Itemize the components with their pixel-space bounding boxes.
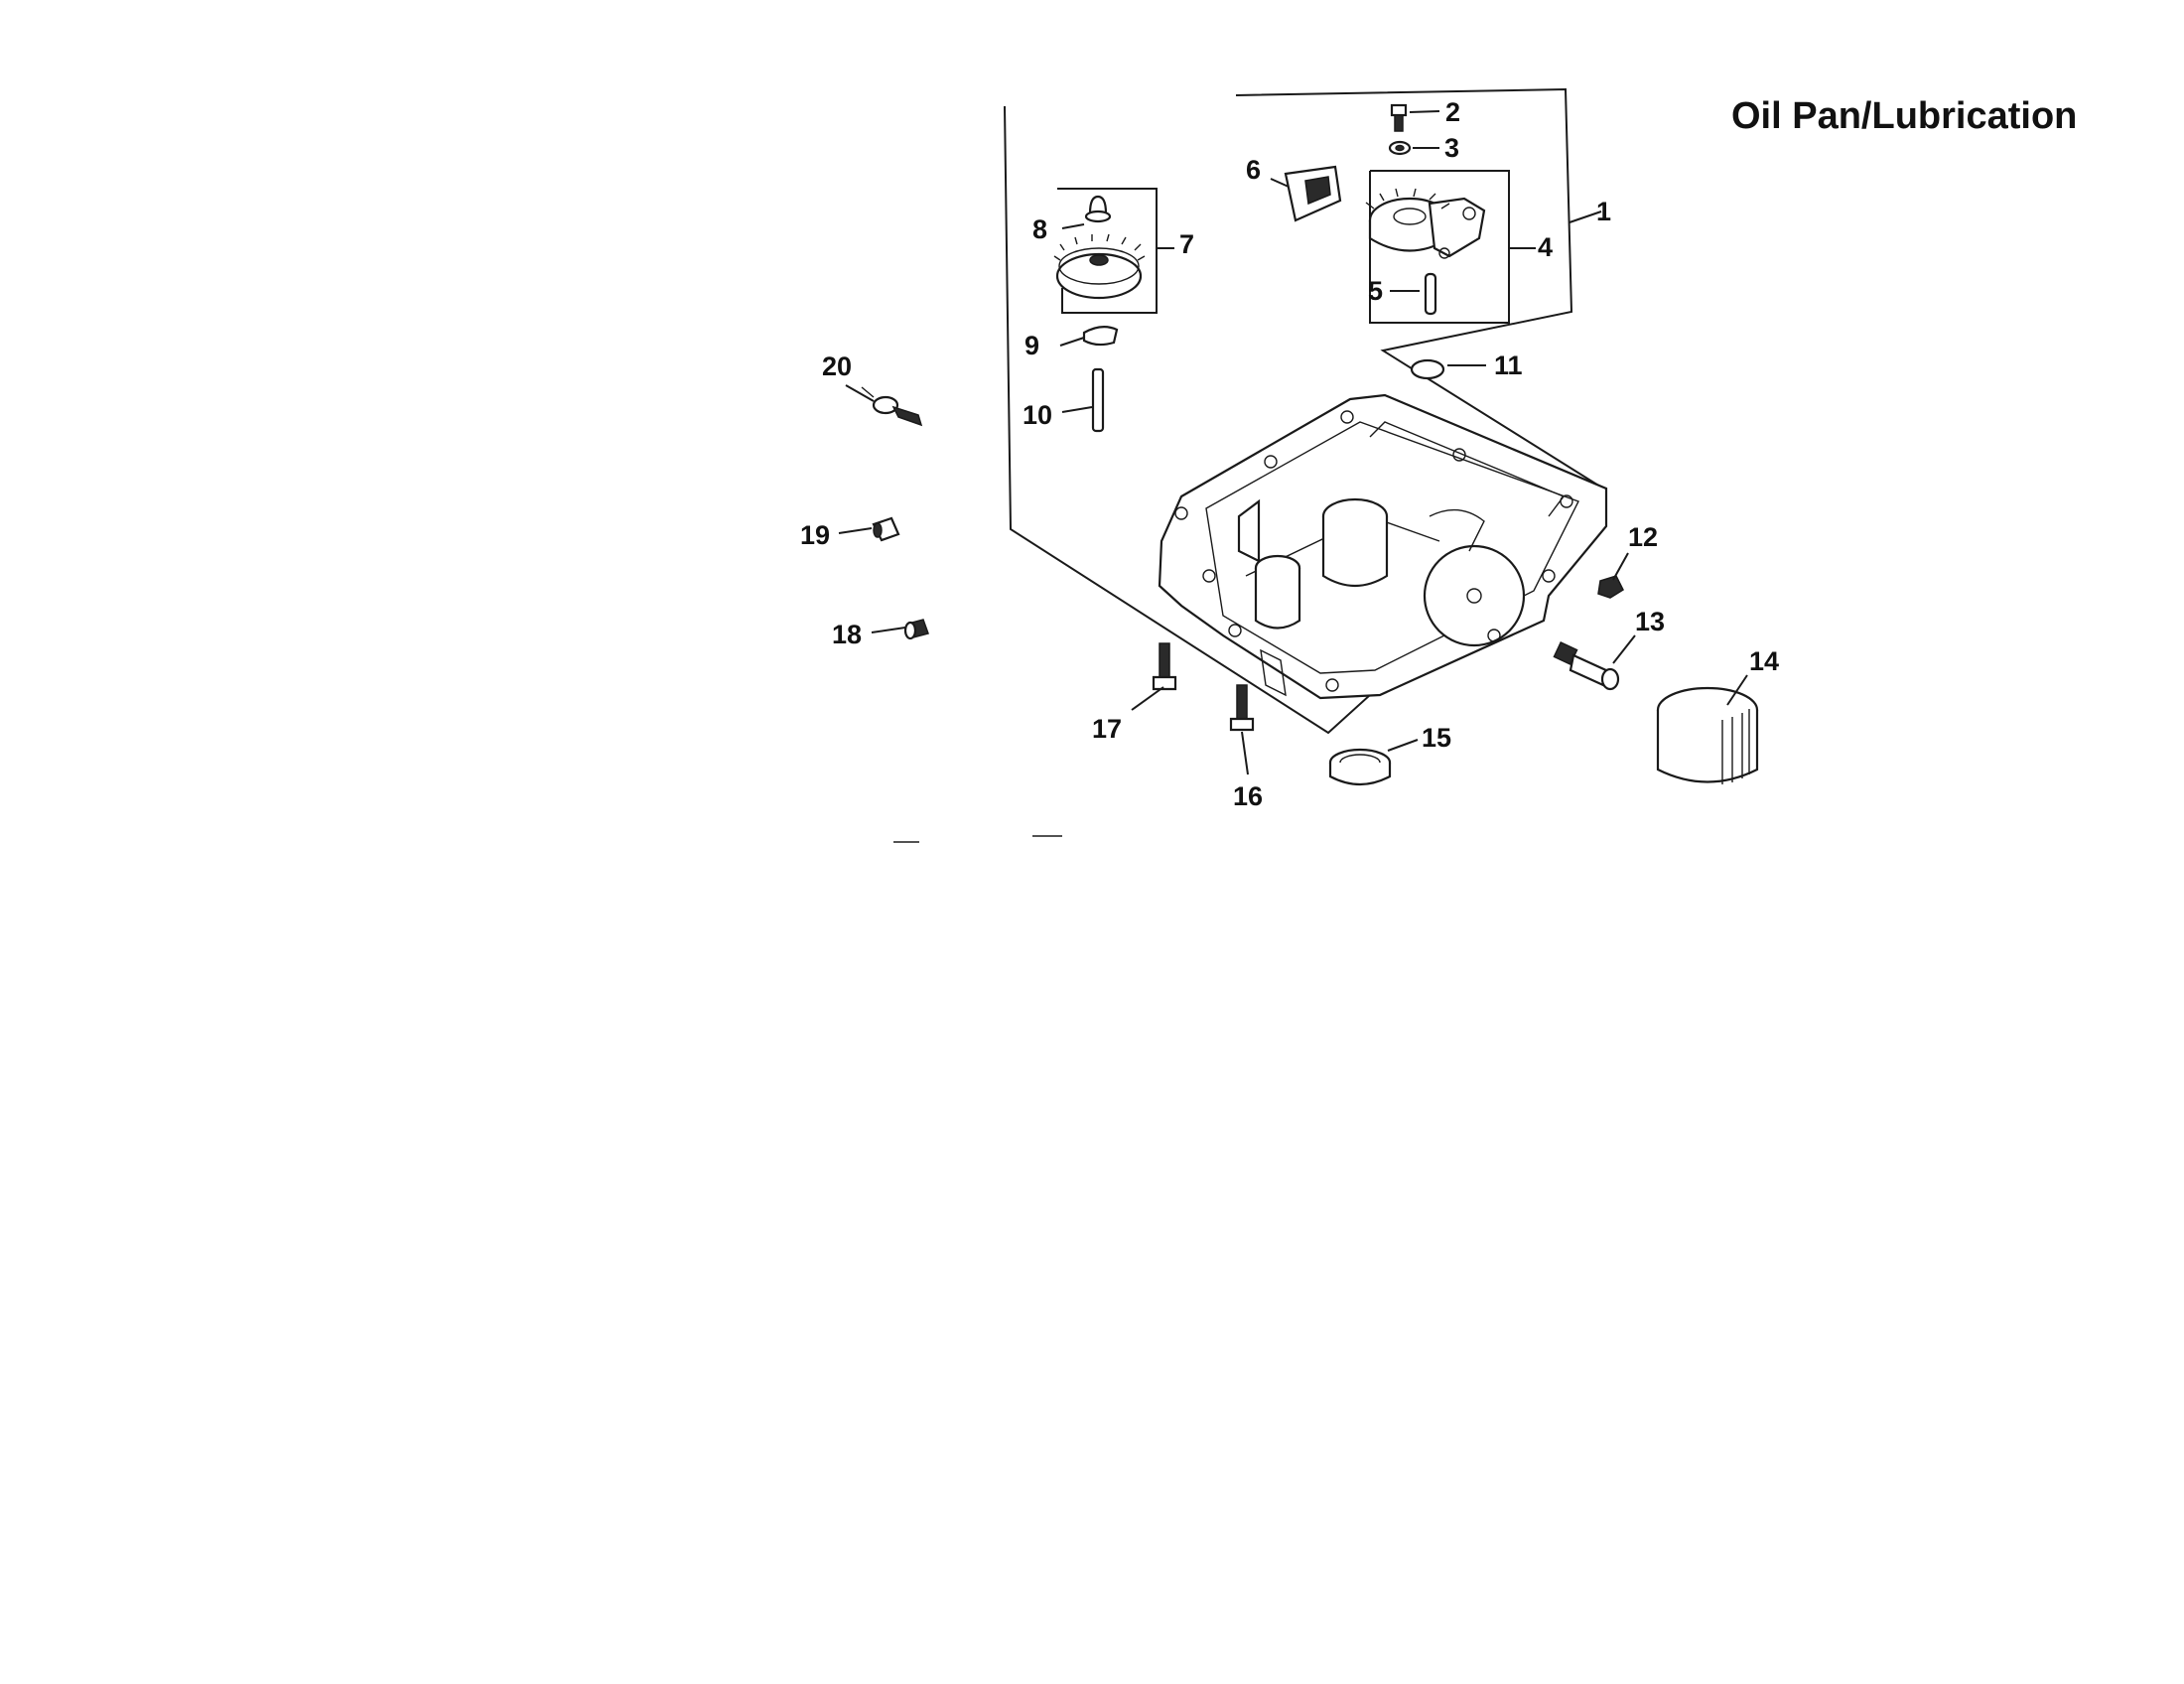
callout-13: 13 bbox=[1635, 607, 1665, 636]
callout-14: 14 bbox=[1749, 646, 1779, 676]
callout-8: 8 bbox=[1032, 214, 1047, 244]
page-title: Oil Pan/Lubrication bbox=[1731, 95, 2078, 137]
part-15-oil-seal bbox=[1328, 748, 1392, 786]
part-4-oil-pump bbox=[1365, 188, 1486, 259]
oil-pan bbox=[1158, 393, 1608, 700]
part-11-o-ring bbox=[1410, 358, 1445, 380]
part-5-pin bbox=[1424, 272, 1437, 316]
leader-lines bbox=[838, 110, 1748, 775]
part-6-bracket bbox=[1284, 165, 1342, 222]
callout-4: 4 bbox=[1538, 232, 1553, 262]
callout-16: 16 bbox=[1233, 781, 1263, 811]
gear-bracket bbox=[1057, 188, 1158, 314]
part-9-retainer bbox=[1082, 326, 1119, 347]
part-19-plug bbox=[872, 516, 900, 542]
part-8-shaft bbox=[1084, 195, 1112, 223]
part-7-gear bbox=[1053, 233, 1146, 300]
part-14-oil-filter bbox=[1656, 686, 1759, 784]
part-17-bolt bbox=[1152, 642, 1177, 691]
part-13-adapter bbox=[1553, 640, 1620, 691]
callout-6: 6 bbox=[1246, 155, 1261, 185]
callout-labels: 1 2 3 4 5 6 7 8 9 10 11 12 13 14 15 16 1… bbox=[800, 97, 1779, 811]
part-18-plug bbox=[903, 619, 929, 640]
callout-15: 15 bbox=[1422, 723, 1451, 753]
callout-5: 5 bbox=[1368, 276, 1383, 306]
callout-19: 19 bbox=[800, 520, 830, 550]
callout-9: 9 bbox=[1024, 331, 1039, 360]
part-2-screw bbox=[1390, 103, 1408, 132]
stray-marks bbox=[893, 835, 1062, 843]
part-16-bolt bbox=[1229, 684, 1255, 732]
part-12-nut bbox=[1597, 575, 1624, 599]
callout-18: 18 bbox=[832, 620, 862, 649]
callout-17: 17 bbox=[1092, 714, 1122, 744]
callout-2: 2 bbox=[1445, 97, 1460, 127]
callout-11: 11 bbox=[1494, 351, 1523, 380]
assembly-bracket-lines bbox=[1004, 87, 1602, 735]
callout-7: 7 bbox=[1179, 229, 1194, 259]
oil-pump-bracket bbox=[1369, 170, 1510, 324]
callout-10: 10 bbox=[1023, 400, 1052, 430]
part-3-washer bbox=[1388, 140, 1412, 156]
callout-1: 1 bbox=[1596, 197, 1611, 226]
part-10-dowel bbox=[1091, 367, 1105, 433]
callout-3: 3 bbox=[1444, 133, 1459, 163]
callout-20: 20 bbox=[822, 351, 852, 381]
part-20-pressure-switch bbox=[861, 386, 923, 427]
callout-12: 12 bbox=[1628, 522, 1658, 552]
